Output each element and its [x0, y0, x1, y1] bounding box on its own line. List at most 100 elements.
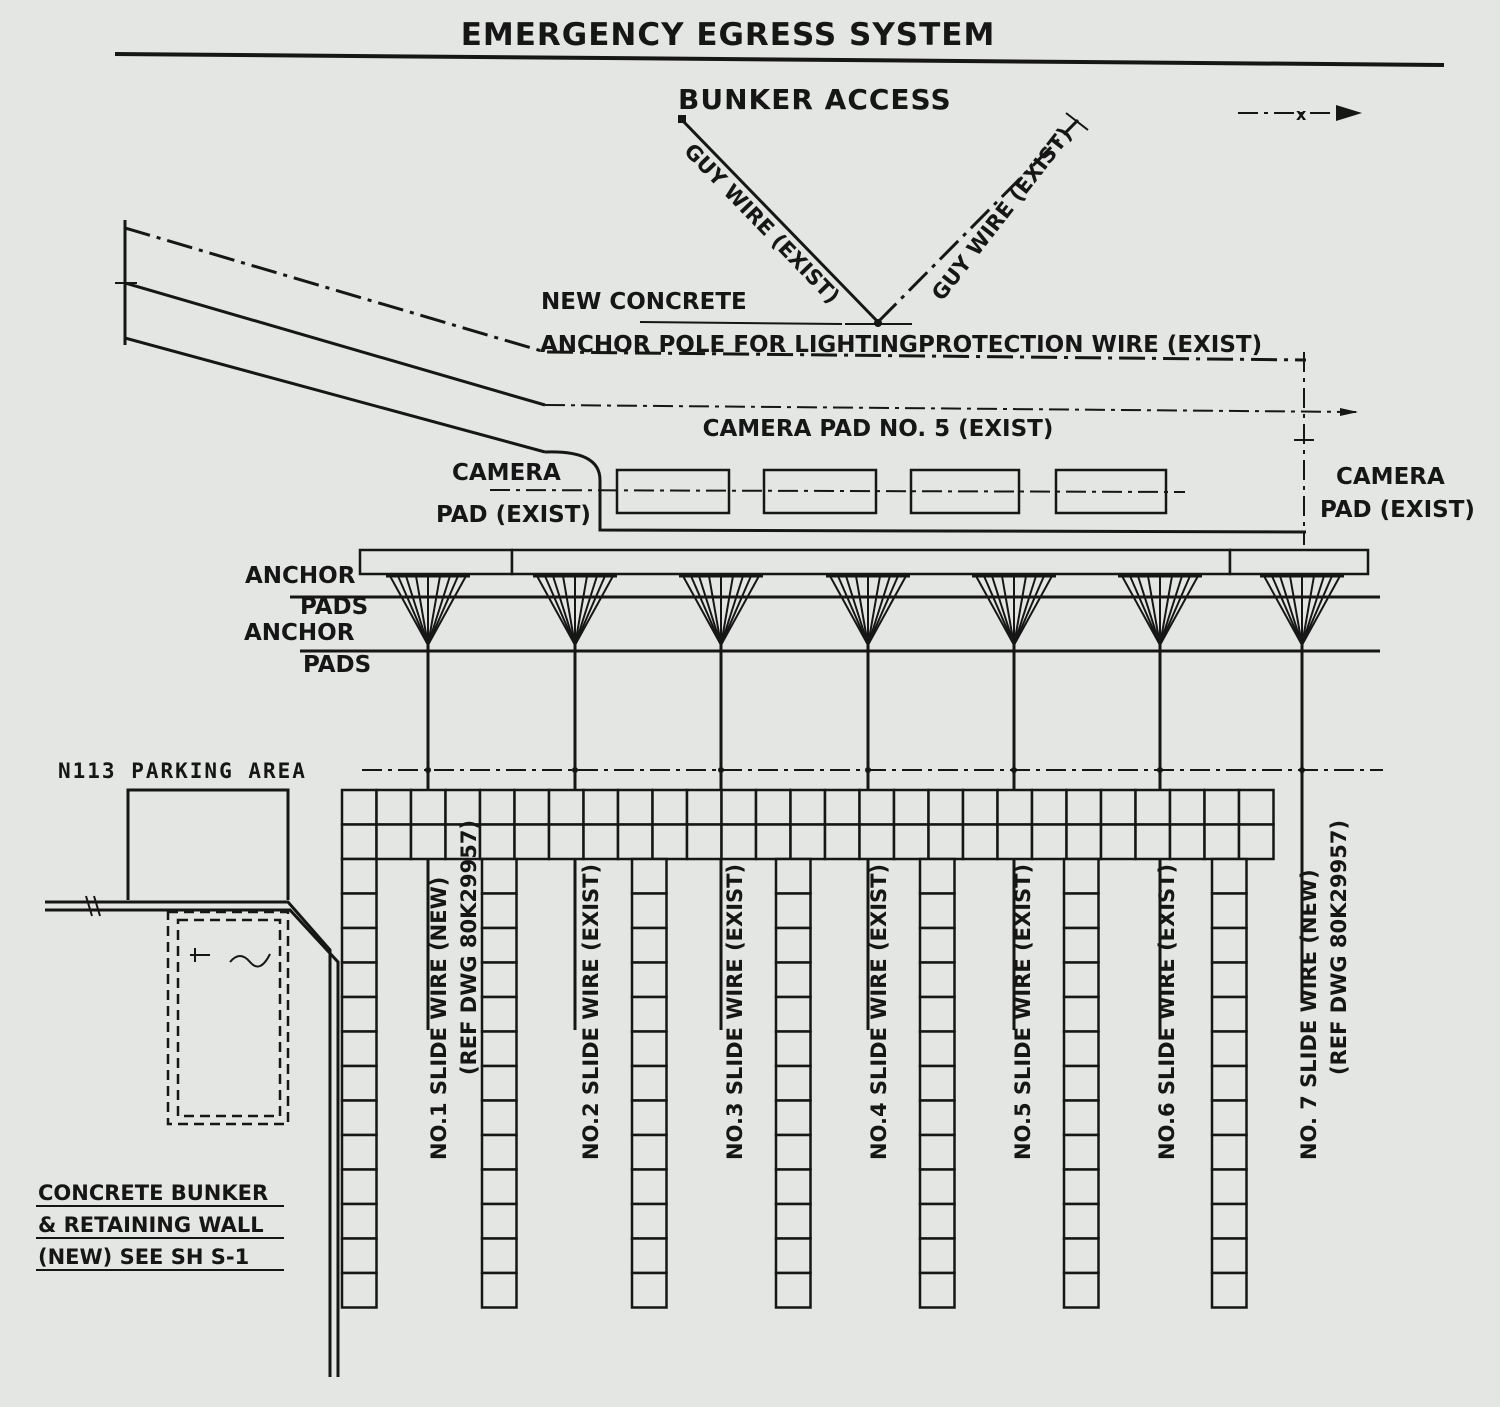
wall-cell — [630, 1202, 668, 1240]
wall-cell — [774, 1030, 812, 1068]
wall-cell — [480, 1099, 518, 1137]
wall-cell — [409, 788, 447, 826]
wall-cell — [774, 995, 812, 1033]
slide-wire-1-ref: (REF DWG 80K29957) — [457, 820, 481, 1075]
anchor-beam-left — [358, 548, 514, 576]
bunker-inner-outline-b — [176, 918, 282, 1118]
bunker-access-post — [678, 115, 686, 123]
wall-cell — [480, 1168, 518, 1206]
wall-cell — [1210, 1030, 1248, 1068]
pad5-upper-line — [124, 281, 546, 407]
wall-cell — [630, 1064, 668, 1102]
wall-cell — [630, 857, 668, 895]
wall-cell — [630, 1133, 668, 1171]
wall-cell — [340, 788, 378, 826]
wall-cell — [1210, 1237, 1248, 1275]
camera-pad-block-1 — [615, 468, 731, 515]
bunker-note-line-2: & RETAINING WALL — [38, 1213, 264, 1237]
wall-cell — [616, 788, 654, 826]
wall-cell — [480, 1237, 518, 1275]
anchor-beam-right — [1228, 548, 1370, 576]
wall-cell — [918, 961, 956, 999]
wall-cell — [754, 788, 792, 826]
wall-cell — [1062, 1237, 1100, 1275]
wall-cell — [918, 995, 956, 1033]
anchor-fan-4 — [826, 574, 910, 646]
wall-cell — [1210, 1202, 1248, 1240]
wall-cell — [340, 1030, 378, 1068]
wall-cell — [1210, 857, 1248, 895]
wall-cell — [1062, 1030, 1100, 1068]
wall-cell — [685, 823, 723, 861]
anchor-fan-3 — [679, 574, 763, 646]
wall-cell — [480, 1271, 518, 1309]
camera-pad-5-label: CAMERA PAD NO. 5 (EXIST) — [703, 416, 1054, 442]
wall-cell — [823, 788, 861, 826]
wall-cell — [480, 857, 518, 895]
slide-wire-5-label: NO.5 SLIDE WIRE (EXIST) — [1011, 864, 1035, 1160]
wall-cell — [774, 1064, 812, 1102]
new-concrete-leader — [639, 321, 843, 325]
wall-cell — [996, 788, 1034, 826]
pad5-line-arrow — [1340, 408, 1358, 416]
wall-cell — [630, 961, 668, 999]
wall-cell — [1210, 961, 1248, 999]
wall-cell — [961, 788, 999, 826]
wall-cell — [630, 995, 668, 1033]
wall-cell — [582, 823, 620, 861]
wall-cell — [774, 1168, 812, 1206]
anchor-pole-icon — [845, 319, 912, 327]
wall-cell — [478, 823, 516, 861]
anchor-fan-7 — [1260, 574, 1344, 646]
wall-cell — [480, 1064, 518, 1102]
wall-cell — [1030, 788, 1068, 826]
wall-cell — [892, 823, 930, 861]
wall-cell — [340, 995, 378, 1033]
wall-cell — [789, 823, 827, 861]
wall-cell — [1062, 961, 1100, 999]
wall-cell — [1062, 1099, 1100, 1137]
wall-cell — [1062, 926, 1100, 964]
wall-cell — [789, 788, 827, 826]
wall-cell — [1134, 788, 1172, 826]
pad5-lower-line — [124, 336, 546, 454]
guy-wire-left-label: GUY WIRE (EXIST) — [679, 139, 844, 309]
wall-cell — [918, 1099, 956, 1137]
wall-cell — [918, 1030, 956, 1068]
wall-cell — [340, 961, 378, 999]
wall-cell — [651, 823, 689, 861]
wall-cell — [1134, 823, 1172, 861]
wall-cell — [918, 1064, 956, 1102]
bunker-door-icon — [190, 948, 271, 968]
wall-cell — [1099, 823, 1137, 861]
wall-cell — [918, 1202, 956, 1240]
camera-pad-right-label-1: CAMERA — [1336, 464, 1445, 490]
break-icon — [85, 895, 101, 917]
wall-cell — [918, 1133, 956, 1171]
wall-cell — [630, 1030, 668, 1068]
bunker-inner-outline-a — [166, 910, 290, 1126]
wall-cell — [858, 788, 896, 826]
wall-cell — [1210, 1099, 1248, 1137]
wall-cell — [340, 857, 378, 895]
bunker-access-label: BUNKER ACCESS — [678, 83, 952, 116]
wall-cell — [1168, 823, 1206, 861]
svg-text:x: x — [1296, 105, 1307, 124]
slide-wire-7-label: NO. 7 SLIDE WIRE (NEW) — [1297, 869, 1321, 1160]
wall-cell — [720, 788, 758, 826]
wall-cell — [547, 823, 585, 861]
bunker-wall-line-a — [45, 900, 332, 1377]
wall-cell — [582, 788, 620, 826]
bunker-wall-line-b — [45, 908, 340, 1377]
wall-cell — [340, 1202, 378, 1240]
new-concrete-label: NEW CONCRETE — [541, 289, 747, 315]
wall-cell — [918, 926, 956, 964]
wall-cell — [480, 1133, 518, 1171]
wall-cell — [630, 926, 668, 964]
wall-cell — [340, 1133, 378, 1171]
camera-pad-block-4 — [1054, 468, 1168, 515]
drawing-title: EMERGENCY EGRESS SYSTEM — [461, 17, 996, 53]
protection-wire-label: PROTECTION WIRE (EXIST) — [918, 332, 1262, 358]
wall-cell — [630, 892, 668, 930]
wall-cell — [1237, 823, 1275, 861]
